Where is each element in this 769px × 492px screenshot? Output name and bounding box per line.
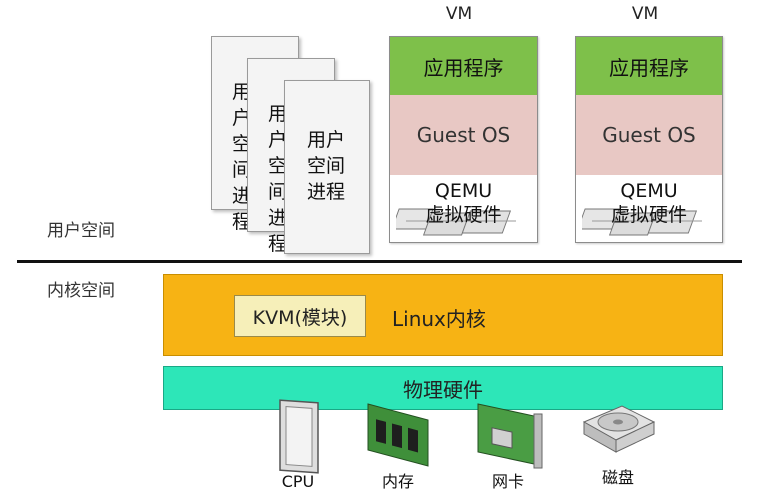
- vm-qemu: QEMU 虚拟硬件: [390, 175, 537, 241]
- vm-guest-os: Guest OS: [576, 95, 722, 175]
- disk-label: 磁盘: [601, 468, 634, 487]
- virtual-hardware-icon: [582, 208, 702, 236]
- user-process-line-3: 进程: [306, 181, 345, 203]
- user-process-text-front: 用户 空间 进程: [303, 127, 349, 205]
- vm-title: VM: [445, 4, 473, 24]
- user-process-text: 用户空间进程: [232, 81, 252, 233]
- vm-application: 应用程序: [576, 37, 722, 95]
- nic-label: 网卡: [491, 472, 524, 491]
- nic-icon: [477, 403, 543, 469]
- cpu-icon: [279, 399, 319, 474]
- virtual-hardware-label: 虚拟硬件: [425, 204, 502, 226]
- qemu-label: QEMU: [434, 180, 493, 202]
- virtual-hardware-label: 虚拟硬件: [610, 204, 687, 226]
- virtual-hardware-icon: [396, 208, 516, 236]
- space-divider: [17, 260, 742, 263]
- kvm-module-box: KVM(模块): [234, 295, 366, 337]
- qemu-label-group: QEMU 虚拟硬件: [576, 179, 722, 227]
- physical-hardware-bar: 物理硬件: [163, 366, 723, 410]
- qemu-label-group: QEMU 虚拟硬件: [390, 179, 537, 227]
- memory-label: 内存: [381, 472, 414, 491]
- vm-title: VM: [631, 4, 659, 24]
- memory-icon: [367, 403, 429, 467]
- linux-kernel-block: KVM(模块) Linux内核: [163, 274, 723, 356]
- user-process-card-front: 用户 空间 进程: [284, 80, 370, 254]
- kernel-space-label: 内核空间: [47, 281, 115, 301]
- linux-kernel-label: Linux内核: [392, 307, 486, 331]
- user-space-label: 用户空间: [47, 221, 115, 241]
- disk-icon: [582, 405, 656, 453]
- vm-box: 应用程序 Guest OS QEMU 虚拟硬件: [389, 36, 538, 243]
- vm-qemu: QEMU 虚拟硬件: [576, 175, 722, 241]
- vm-application: 应用程序: [390, 37, 537, 95]
- user-process-text: 用户空间进程: [268, 103, 288, 255]
- qemu-label: QEMU: [620, 180, 678, 202]
- vm-box: 应用程序 Guest OS QEMU 虚拟硬件: [575, 36, 723, 243]
- vm-guest-os: Guest OS: [390, 95, 537, 175]
- user-process-line-1: 用户: [306, 129, 345, 151]
- cpu-label: CPU: [281, 472, 315, 491]
- user-process-line-2: 空间: [306, 155, 345, 177]
